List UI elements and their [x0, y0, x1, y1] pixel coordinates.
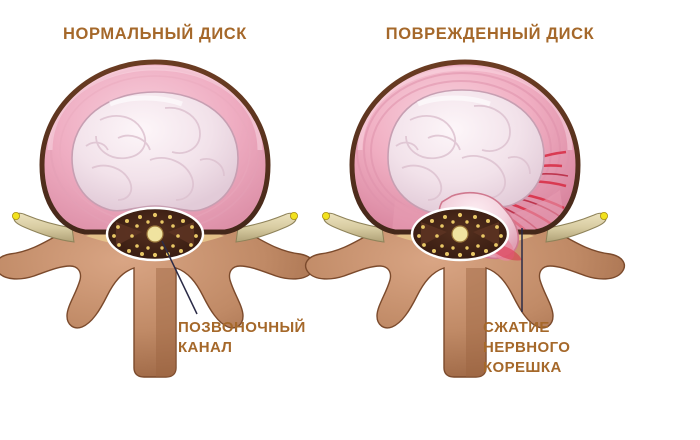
process-tip-dot-right-2 [600, 211, 609, 220]
caption-nerve-line2: НЕРВНОГО [483, 339, 571, 356]
title-damaged-disc: ПОВРЕЖДЕННЫЙ ДИСК [385, 25, 595, 43]
nerve-fiber-dots-left [112, 212, 198, 258]
caption-nerve-line3: КОРЕШКА [483, 359, 562, 376]
spinous-process-shadow-right [466, 268, 486, 377]
caption-nerve-line1: СЖАТИЕ [483, 319, 550, 336]
vertebra-body-right [304, 214, 626, 378]
title-normal-disc: НОРМАЛЬНЫЙ ДИСК [63, 25, 247, 43]
caption-nerve-compression: СЖАТИЕ НЕРВНОГО КОРЕШКА [483, 318, 570, 378]
nerve-fiber-dots-right [417, 212, 503, 258]
process-tip-dot-left-2 [321, 211, 330, 220]
transverse-processes-left [11, 211, 298, 243]
spinous-process-shadow-left [156, 268, 176, 377]
process-tip-dot-left [11, 211, 20, 220]
pointer-line-canal [161, 240, 198, 315]
spinal-canal-right [410, 206, 510, 262]
transverse-processes-right [321, 211, 609, 243]
damaged-disc-figure [304, 59, 626, 378]
caption-spinal-canal: ПОЗВОНОЧНЫЙ КАНАЛ [178, 318, 306, 358]
process-tip-dot-right [289, 211, 298, 220]
canal-center-right [451, 225, 469, 243]
caption-canal-line1: ПОЗВОНОЧНЫЙ [178, 319, 306, 336]
vertebra-body-left [0, 214, 316, 378]
nucleus-pulposus-left [71, 91, 239, 212]
caption-canal-line2: КАНАЛ [178, 339, 233, 356]
spinal-canal-left[interactable] [105, 206, 205, 262]
canal-center-left [146, 225, 164, 243]
normal-disc-figure [0, 59, 316, 378]
